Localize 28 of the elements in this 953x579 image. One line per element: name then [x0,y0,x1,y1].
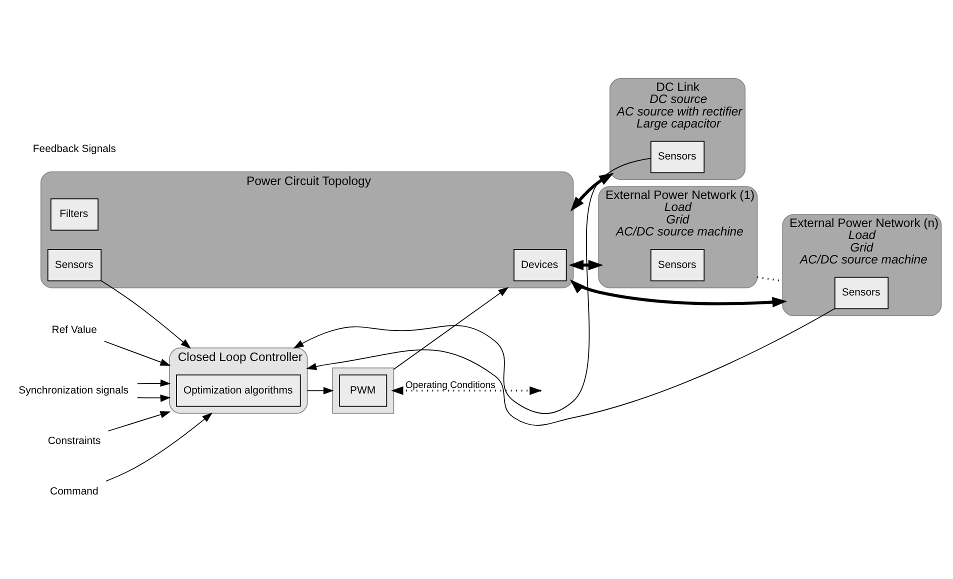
arrow [293,158,652,414]
arrow [136,394,171,402]
node-box: Sensors [650,140,705,174]
node-box: Sensors [834,276,889,310]
node-box: Devices [514,248,567,282]
arrow [104,340,171,366]
edge-label: Operating Conditions [405,380,496,391]
node-text: Constraints [48,436,101,447]
node-box: Optimization algorithms [176,374,301,407]
node-box: PWM [339,374,388,407]
cluster [332,368,394,414]
node-box: Sensors [650,248,705,282]
arrow [106,412,213,482]
arrow [570,279,788,308]
arrow [108,411,171,432]
arrow [100,280,191,349]
arrow [306,387,334,394]
node-box: Filters [50,198,98,231]
arrow [570,172,614,212]
arrow [136,379,171,387]
arrow [568,260,604,270]
arrow [393,286,509,370]
arrow [306,308,836,426]
node-box: Sensors [47,248,102,282]
node-text: Ref Value [52,325,97,336]
node-text: Command [50,486,98,498]
label: Feedback Signals [32,144,116,155]
node-text: Synchronization signals [18,385,129,396]
